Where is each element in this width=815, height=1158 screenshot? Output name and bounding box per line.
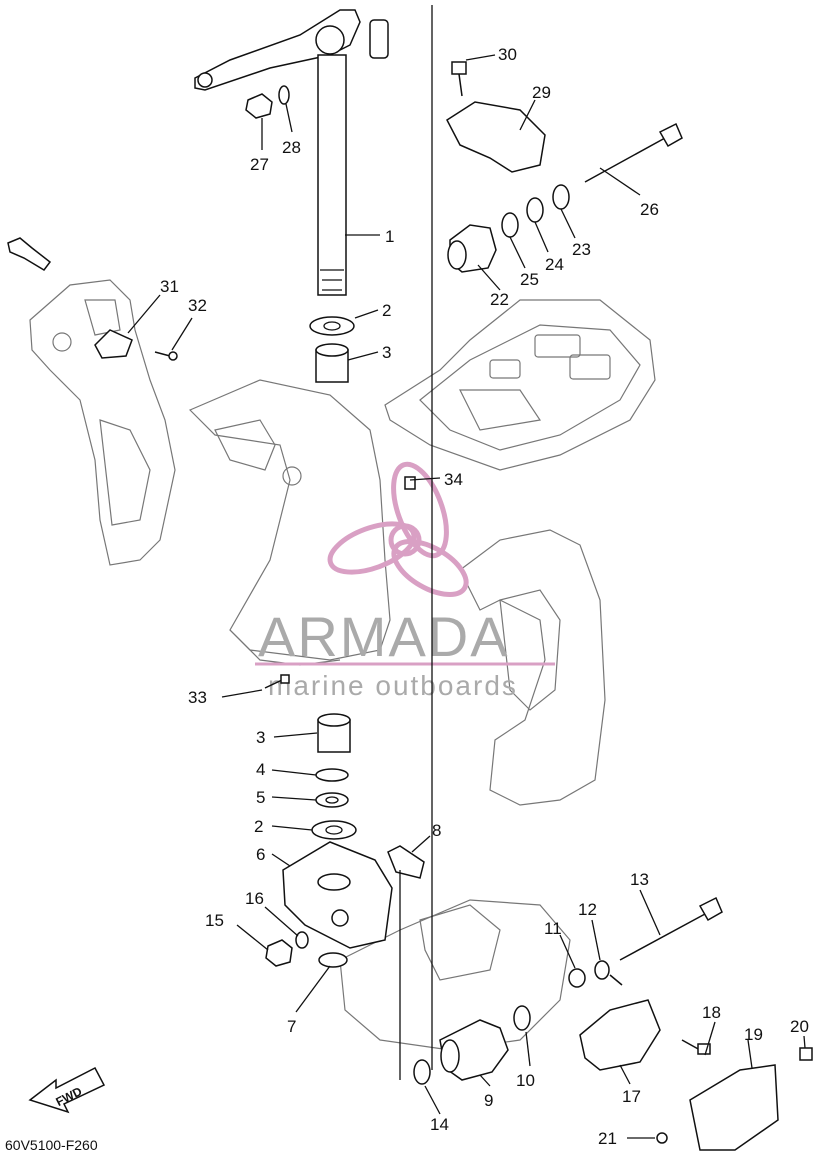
clamp-bracket-left xyxy=(29,279,176,566)
part-plate-8 xyxy=(387,845,425,879)
part-number-labels: 1 2 3 2 3 4 5 6 7 8 9 10 11 12 13 14 15 … xyxy=(160,45,809,1148)
label-part-17: 17 xyxy=(622,1087,641,1106)
label-part-32: 32 xyxy=(188,296,207,315)
part-bolt-13 xyxy=(619,896,723,961)
part-washer-24 xyxy=(526,197,544,223)
part-bolt-26 xyxy=(584,122,683,183)
part-washer-2-lower xyxy=(311,820,357,840)
part-grommet-20 xyxy=(799,1047,813,1061)
watermark-brand-name: ARMADA xyxy=(258,605,510,668)
label-part-4: 4 xyxy=(256,760,265,779)
part-washer-25 xyxy=(501,212,519,238)
label-part-21: 21 xyxy=(598,1129,617,1148)
part-bolt-30 xyxy=(451,61,467,97)
label-part-5: 5 xyxy=(256,788,265,807)
diagram-code: 60V5100-F260 xyxy=(5,1137,98,1153)
label-part-2: 2 xyxy=(254,817,263,836)
clamp-bracket-right xyxy=(459,529,606,806)
part-bushing-3-upper xyxy=(315,343,349,383)
part-grease-nipple-33 xyxy=(264,674,290,689)
label-part-12: 12 xyxy=(578,900,597,919)
part-washer-10 xyxy=(513,1005,531,1031)
part-cover-19 xyxy=(689,1064,779,1151)
label-part-3: 3 xyxy=(256,728,265,747)
part-bolt-18 xyxy=(681,1039,711,1055)
label-part-16: 16 xyxy=(245,889,264,908)
part-collar-12 xyxy=(594,960,623,986)
label-part-7: 7 xyxy=(287,1017,296,1036)
label-part-34: 34 xyxy=(444,470,463,489)
label-part-27: 27 xyxy=(250,155,269,174)
part-mount-rubber-22 xyxy=(447,224,497,273)
part-o-ring-4 xyxy=(315,768,349,782)
callout-leaders xyxy=(127,5,806,1139)
label-part-3: 3 xyxy=(382,343,391,362)
part-sensor-connector xyxy=(7,237,52,271)
label-part-24: 24 xyxy=(545,255,564,274)
label-part-29: 29 xyxy=(532,83,551,102)
fwd-arrow-icon: FWD xyxy=(28,1066,106,1114)
part-bracket-17 xyxy=(579,999,661,1071)
label-part-25: 25 xyxy=(520,270,539,289)
part-bushing-3-lower xyxy=(317,713,351,753)
part-grease-nipple-34 xyxy=(404,476,416,490)
part-washer-5 xyxy=(315,792,349,808)
label-part-8: 8 xyxy=(432,821,441,840)
part-clamp-31 xyxy=(94,329,133,359)
part-screw-21 xyxy=(656,1132,668,1144)
label-part-26: 26 xyxy=(640,200,659,219)
watermark-logo: ARMADA marine outboards xyxy=(255,461,555,701)
part-washer-14 xyxy=(413,1059,431,1085)
part-nut-27 xyxy=(245,93,273,119)
label-part-15: 15 xyxy=(205,911,224,930)
propeller-logo-icon xyxy=(327,461,469,597)
label-part-22: 22 xyxy=(490,290,509,309)
label-part-11: 11 xyxy=(544,919,562,938)
part-washer-23 xyxy=(552,184,570,210)
label-part-13: 13 xyxy=(630,870,649,889)
label-part-14: 14 xyxy=(430,1115,449,1134)
part-washer-16 xyxy=(295,931,309,949)
part-nut-15 xyxy=(265,939,293,967)
part-steering-shaft xyxy=(317,54,347,296)
part-mount-rubber-9 xyxy=(439,1019,509,1081)
part-washer-2-upper xyxy=(309,316,355,336)
part-steering-arm xyxy=(194,9,389,91)
label-part-20: 20 xyxy=(790,1017,809,1036)
part-washer-11 xyxy=(568,968,586,988)
watermark-tagline: marine outboards xyxy=(268,670,518,701)
label-part-30: 30 xyxy=(498,45,517,64)
part-clip-7 xyxy=(318,952,348,968)
label-part-1: 1 xyxy=(385,227,394,246)
part-cover-29 xyxy=(446,101,546,173)
label-part-31: 31 xyxy=(160,277,179,296)
lower-mount-casting xyxy=(339,899,571,1051)
label-part-2: 2 xyxy=(382,301,391,320)
label-part-23: 23 xyxy=(572,240,591,259)
label-part-28: 28 xyxy=(282,138,301,157)
bottom-cowling-casting xyxy=(384,299,656,471)
label-part-10: 10 xyxy=(516,1071,535,1090)
label-part-18: 18 xyxy=(702,1003,721,1022)
label-part-19: 19 xyxy=(744,1025,763,1044)
label-part-33: 33 xyxy=(188,688,207,707)
part-lower-yoke-6 xyxy=(282,841,393,949)
label-part-9: 9 xyxy=(484,1091,493,1110)
label-part-6: 6 xyxy=(256,845,265,864)
part-washer-28 xyxy=(278,85,290,105)
part-screw-32 xyxy=(154,351,178,361)
